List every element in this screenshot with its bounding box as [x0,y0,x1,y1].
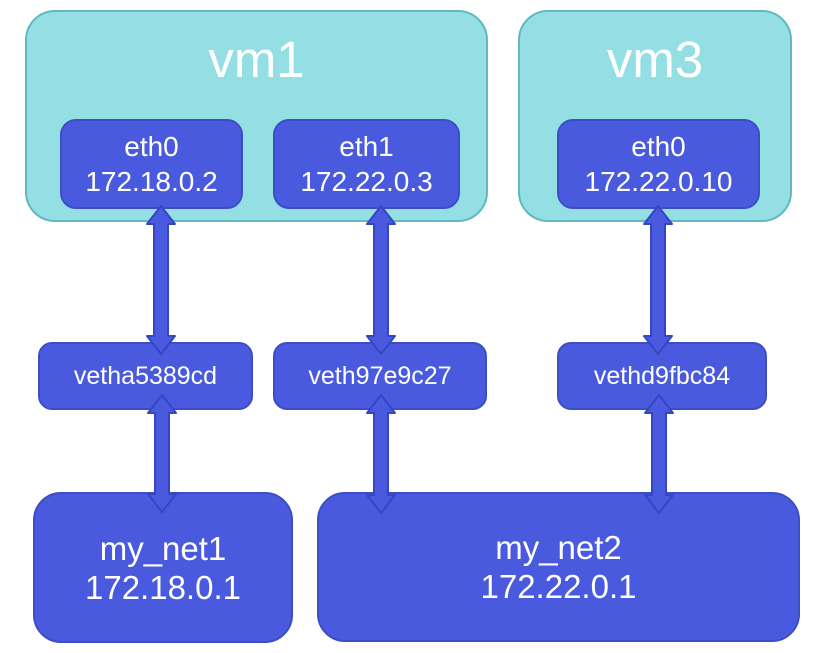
arrow-vm1-eth0-to-vetha5389cd [146,205,176,355]
arrow-vm1-eth1-to-veth97e9c27 [366,205,396,355]
network-name: my_net1 [99,529,227,567]
network-box-my_net1: my_net1 172.18.0.1 [33,492,293,643]
network-ip: 172.18.0.1 [85,568,241,606]
vm1-title: vm1 [208,31,305,88]
network-ip: 172.22.0.1 [480,568,637,605]
veth-box-veth97e9c27: veth97e9c27 [273,342,487,410]
network-name: my_net2 [495,529,622,566]
interface-box-vm1-eth0: eth0 172.18.0.2 [60,119,243,209]
vm3-title: vm3 [606,31,704,88]
veth-box-vetha5389cd: vetha5389cd [38,342,253,410]
interface-ip: 172.22.0.10 [584,166,733,197]
interface-box-vm3-eth0: eth0 172.22.0.10 [557,119,760,209]
interface-box-vm1-eth1: eth1 172.22.0.3 [273,119,460,209]
interface-name: eth0 [631,131,686,162]
interface-name: eth0 [124,131,179,162]
network-box-my_net2: my_net2 172.22.0.1 [317,492,800,642]
interface-ip: 172.22.0.3 [300,166,433,197]
arrow-vm3-eth0-to-vethd9fbc84 [643,205,673,355]
veth-name: vethd9fbc84 [593,362,731,390]
veth-box-vethd9fbc84: vethd9fbc84 [557,342,767,410]
veth-name: vetha5389cd [73,362,218,390]
veth-name: veth97e9c27 [308,362,452,390]
interface-name: eth1 [339,131,394,162]
interface-ip: 172.18.0.2 [85,166,218,197]
